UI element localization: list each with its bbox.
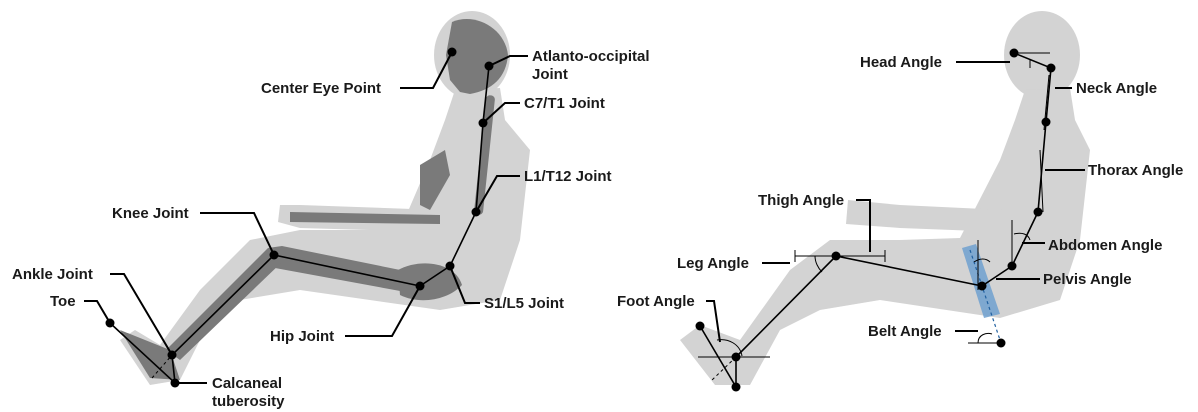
center-eye-point-marker (448, 48, 457, 57)
label-l1-t12: L1/T12 Joint (524, 168, 612, 185)
label-thigh-angle: Thigh Angle (758, 192, 844, 209)
label-foot-angle: Foot Angle (617, 293, 695, 310)
left-labels: Center Eye Point Atlanto-occipital Joint… (12, 48, 650, 410)
s1-l5-marker (446, 262, 455, 271)
ankle-joint-marker (168, 351, 177, 360)
label-neck-angle: Neck Angle (1076, 80, 1157, 97)
label-abdomen-angle: Abdomen Angle (1048, 237, 1162, 254)
label-pelvis-angle: Pelvis Angle (1043, 271, 1132, 288)
label-center-eye-point: Center Eye Point (261, 80, 381, 97)
label-leg-angle: Leg Angle (677, 255, 749, 272)
calcaneal-marker (171, 379, 180, 388)
label-head-angle: Head Angle (860, 54, 942, 71)
label-calcaneal: Calcaneal (212, 375, 282, 392)
label-c7-t1: C7/T1 Joint (524, 95, 605, 112)
label-ankle: Ankle Joint (12, 266, 93, 283)
label-knee: Knee Joint (112, 205, 189, 222)
label-toe: Toe (50, 293, 76, 310)
label-calcaneal-line2: tuberosity (212, 393, 285, 410)
label-atlanto-occipital: Atlanto-occipital (532, 48, 650, 65)
left-panel: Center Eye Point Atlanto-occipital Joint… (12, 11, 650, 410)
knee-joint-marker (270, 251, 279, 260)
label-hip: Hip Joint (270, 328, 334, 345)
right-panel: Head Angle Neck Angle Thorax Angle Thigh… (617, 11, 1183, 392)
leader-toe (84, 301, 110, 323)
hip-joint-marker (416, 282, 425, 291)
label-belt-angle: Belt Angle (868, 323, 942, 340)
label-thorax-angle: Thorax Angle (1088, 162, 1183, 179)
l1-t12-marker (472, 208, 481, 217)
c7-t1-marker (479, 119, 488, 128)
toe-marker (106, 319, 115, 328)
label-atlanto-occipital-line2: Joint (532, 66, 568, 83)
atlanto-occipital-marker (485, 62, 494, 71)
label-s1-l5: S1/L5 Joint (484, 295, 564, 312)
